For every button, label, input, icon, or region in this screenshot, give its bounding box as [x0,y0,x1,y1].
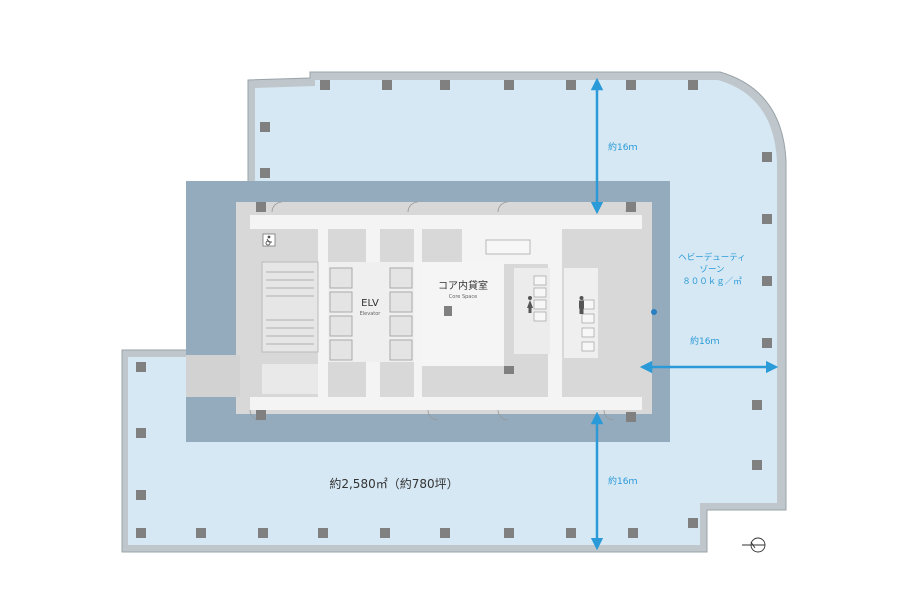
dimension-lines [590,77,779,551]
male-icon [579,296,584,314]
corridor-top [250,215,642,229]
heavy-zone-label-2: ゾーン [699,265,724,275]
corridor-bottom [250,397,642,410]
core-space-room [422,262,504,366]
elv-label: ELV [361,298,379,309]
floor-area-label: 約2,580㎡（約780坪） [329,476,458,491]
columns [136,80,772,538]
toilet-room-bottom [262,364,318,394]
elv-sublabel: Elevator [360,311,382,317]
north-arrow-icon [742,537,766,553]
corridor-elv-left [318,229,328,397]
stair-room-left [261,261,319,353]
heavy-zone-label-3: ８００ｋｇ／㎡ [682,276,742,287]
dimension-bottom-label: 約16ｍ [608,475,637,487]
stair-lines [266,271,314,345]
heavy-zone-label-1: ヘビーデューティ [678,252,746,263]
elevator-cars [329,267,413,361]
toilet-stalls [485,239,595,352]
core-label: コア内貸室 [438,279,488,292]
core-left-extension [186,355,240,397]
corridor-mid-right [548,229,562,397]
wheelchair-icon [262,233,276,247]
heavy-zone-leader-dot [651,309,657,315]
dimension-right-label: 約16ｍ [690,335,719,347]
corridor-mid-left [414,229,422,397]
female-icon [527,296,533,313]
dimension-top-label: 約16ｍ [608,141,637,153]
core-sublabel: Core Space [449,294,477,300]
